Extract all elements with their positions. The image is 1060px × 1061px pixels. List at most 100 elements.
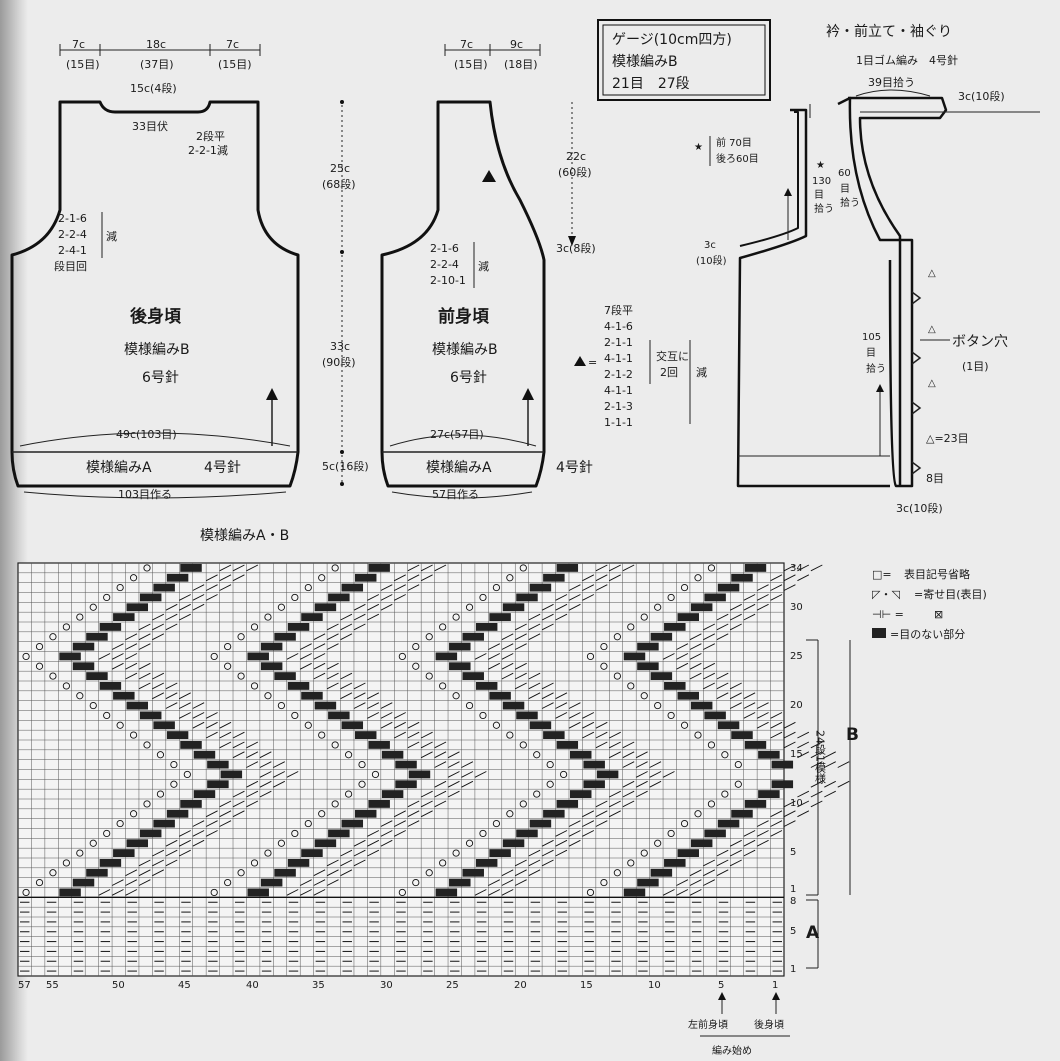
decrease-mark: [219, 741, 232, 749]
collar-title: 衿・前立て・袖ぐり: [826, 23, 952, 40]
decrease-mark: [313, 889, 326, 896]
decrease-mark: [743, 849, 756, 857]
col-label-15: 15: [580, 980, 593, 991]
decrease-mark: [434, 780, 447, 788]
decrease-mark: [515, 633, 527, 641]
decrease-mark: [689, 653, 702, 660]
no-stitch-cell: [153, 819, 175, 828]
no-stitch-cell: [623, 888, 646, 897]
decrease-mark: [380, 712, 393, 719]
decrease-mark: [447, 761, 460, 768]
decrease-mark: [689, 643, 702, 650]
decrease-mark: [595, 721, 608, 729]
decrease-mark: [582, 594, 595, 601]
decrease-mark: [434, 564, 447, 572]
decrease-mark: [555, 839, 568, 847]
decrease-mark: [152, 859, 165, 867]
decrease-mark: [488, 879, 500, 886]
no-stitch-cell: [287, 859, 310, 867]
pickup-130-num: 130: [812, 176, 831, 187]
decrease-mark: [205, 731, 218, 739]
no-stitch-cell: [758, 750, 780, 759]
no-stitch-cell: [489, 691, 511, 700]
decrease-mark: [770, 721, 783, 729]
back-neck-sts: (37目): [140, 58, 174, 71]
chart-row-labels: 34 30 25 20 15 10 5 1 8 5 1 B 24段1模様 A: [790, 563, 859, 975]
no-stitch-cell: [502, 839, 525, 848]
gauge-stitches: 21目 27段: [612, 76, 690, 92]
decrease-mark: [635, 761, 648, 768]
no-stitch-cell: [449, 642, 471, 651]
decrease-mark: [152, 692, 165, 700]
no-stitch-cell: [207, 760, 229, 769]
decrease-mark: [326, 682, 339, 690]
decrease-mark: [434, 751, 447, 759]
col-label-5: 5: [718, 980, 724, 991]
decrease-mark: [797, 574, 810, 582]
decrease-mark: [394, 830, 406, 837]
yarn-over-mark: [183, 770, 191, 779]
decrease-mark: [232, 751, 245, 759]
decrease-mark: [582, 810, 595, 818]
decrease-mark: [595, 741, 608, 749]
col-label-10: 10: [648, 980, 661, 991]
yarn-over-mark: [62, 859, 70, 867]
yarn-over-mark: [694, 574, 702, 582]
decrease-mark: [394, 721, 406, 729]
decrease-mark: [501, 889, 514, 896]
decrease-mark: [420, 810, 433, 818]
tri-times: 2回: [660, 366, 678, 379]
yarn-over-mark: [654, 839, 662, 847]
yarn-over-mark: [143, 741, 151, 749]
front-piece-pattern: 模様編みB: [432, 342, 498, 358]
decrease-mark: [165, 702, 178, 709]
yarn-over-mark: [170, 780, 178, 788]
decrease-mark: [353, 613, 366, 621]
decrease-mark: [313, 633, 326, 641]
decrease-mark: [743, 702, 756, 709]
decrease-mark: [716, 849, 729, 857]
decrease-mark: [783, 574, 796, 582]
decrease-mark: [205, 830, 218, 837]
no-stitch-cell: [569, 790, 592, 798]
front-shoulder-dim: 7c: [460, 38, 473, 51]
decrease-mark: [622, 751, 635, 759]
decrease-mark: [313, 653, 326, 660]
decrease-mark: [622, 761, 635, 768]
decrease-mark: [622, 780, 635, 788]
repeat-label: 24段1模様: [814, 730, 827, 784]
decrease-mark: [394, 810, 406, 818]
decrease-mark: [609, 751, 621, 759]
decrease-mark: [474, 889, 487, 896]
bottom-width: 3c(10段): [896, 501, 943, 515]
yarn-over-mark: [439, 859, 447, 867]
bottom-count: 8目: [926, 472, 944, 485]
decrease-mark: [367, 849, 380, 857]
row-label-1b: 1: [790, 884, 796, 895]
decrease-mark: [98, 653, 111, 660]
decrease-mark: [622, 564, 635, 572]
no-stitch-cell: [99, 859, 122, 867]
decrease-mark: [501, 672, 514, 680]
decrease-mark: [716, 672, 729, 680]
col-label-1: 1: [772, 980, 778, 991]
no-stitch-cell: [139, 829, 162, 838]
legend-sym-2: ⊣⊢ =: [872, 608, 904, 621]
yarn-over-mark: [680, 721, 689, 729]
decrease-mark: [125, 653, 138, 660]
yarn-over-mark: [479, 829, 487, 838]
no-stitch-cell: [408, 770, 431, 779]
decrease-mark: [380, 830, 393, 837]
decrease-mark: [407, 731, 420, 739]
yarn-over-mark: [49, 633, 57, 641]
decrease-mark: [313, 643, 326, 650]
decrease-mark: [568, 702, 581, 709]
decrease-mark: [205, 721, 218, 729]
decrease-mark: [165, 613, 178, 621]
decrease-mark: [407, 810, 420, 818]
no-stitch-cell: [744, 564, 767, 572]
decrease-mark: [246, 800, 259, 808]
decrease-mark: [743, 594, 756, 601]
decrease-mark: [340, 623, 353, 631]
no-stitch-cell: [72, 662, 95, 671]
